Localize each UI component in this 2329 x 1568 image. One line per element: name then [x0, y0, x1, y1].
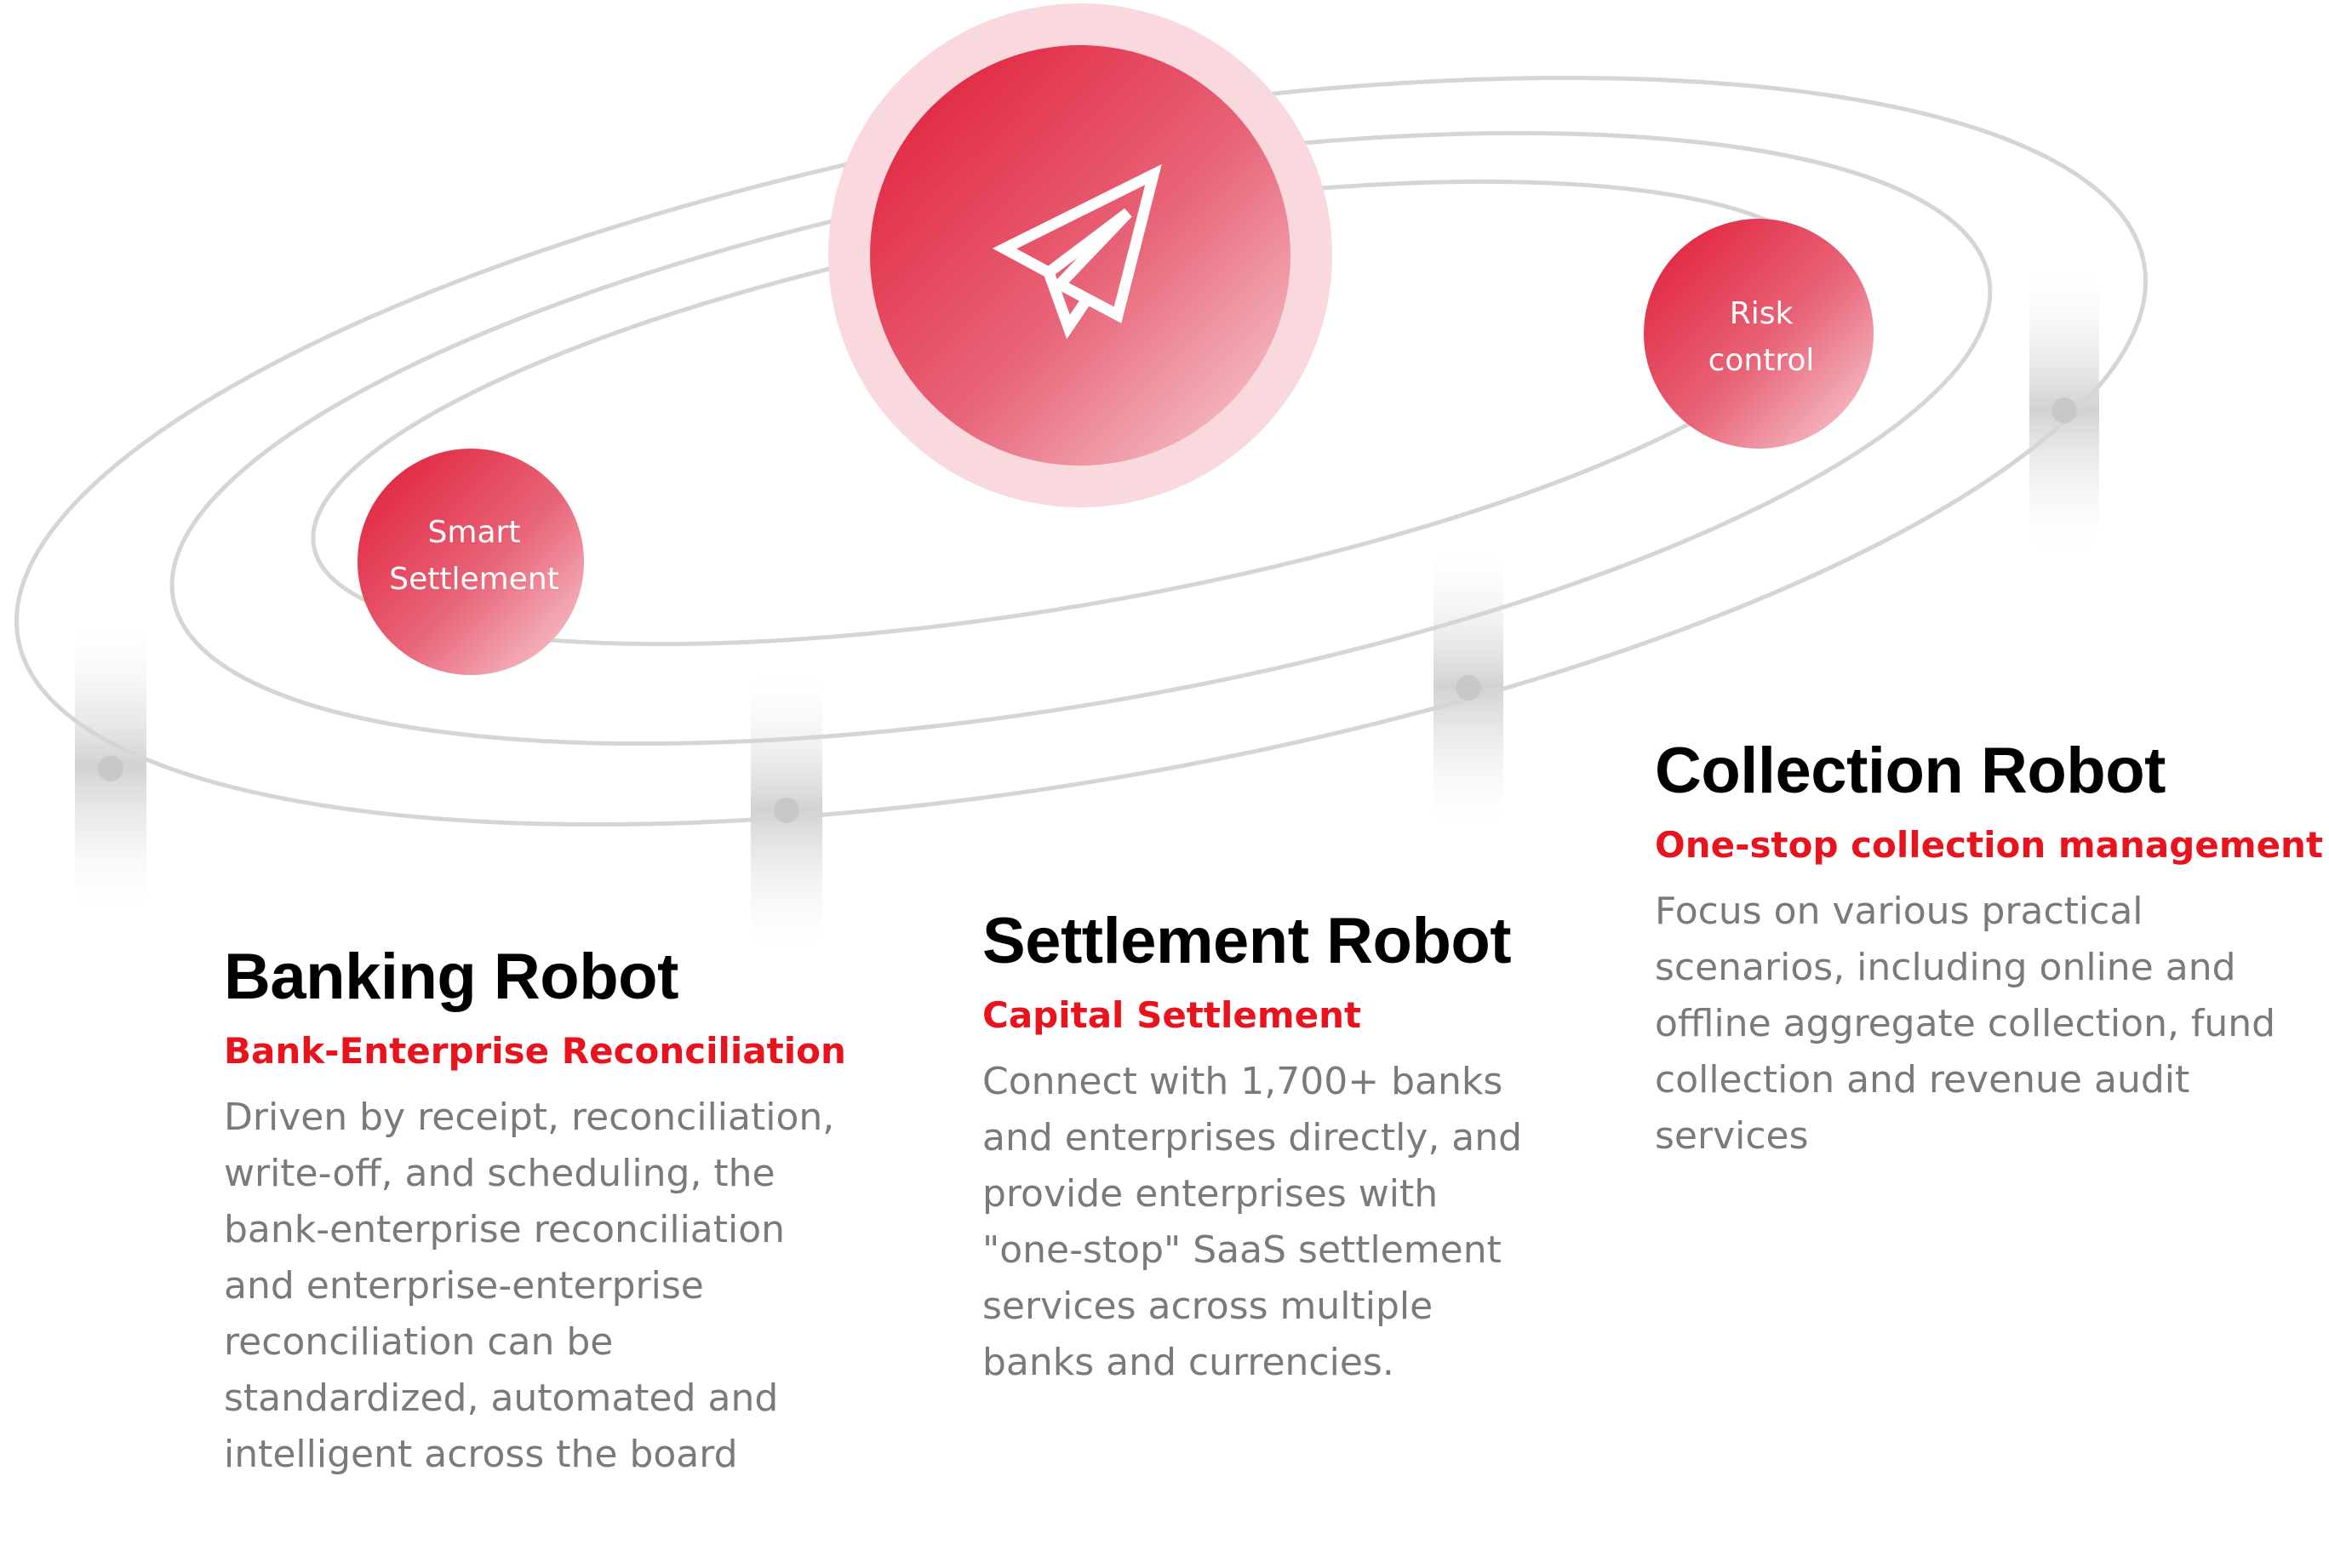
- smart-settlement-node: Smart Settlement: [358, 449, 584, 675]
- risk-control-node: Risk control: [1644, 219, 1874, 449]
- center-node: [828, 3, 1332, 507]
- risk-control-label-line1: Risk: [1730, 296, 1794, 331]
- collection-robot-block: Collection Robot One-stop collection man…: [1655, 735, 2324, 1165]
- settlement-robot-title: Settlement Robot: [982, 905, 1512, 977]
- banking-robot-block: Banking Robot Bank-Enterprise Reconcilia…: [224, 941, 846, 1483]
- smart-settlement-label-line1: Smart: [428, 515, 521, 550]
- smart-settlement-label-line2: Settlement: [389, 562, 559, 597]
- banking-robot-title: Banking Robot: [224, 941, 678, 1013]
- settlement-robot-subtitle: Capital Settlement: [982, 994, 1362, 1036]
- settlement-robot-block: Settlement Robot Capital Settlement Conn…: [982, 909, 1544, 1391]
- collection-robot-subtitle: One-stop collection management: [1655, 824, 2324, 866]
- risk-control-label-line2: control: [1708, 343, 1815, 378]
- banking-robot-subtitle: Bank-Enterprise Reconciliation: [224, 1030, 846, 1072]
- orbit-dot: [98, 756, 123, 781]
- paper-plane-icon: [992, 163, 1162, 340]
- settlement-robot-description: Connect with 1,700+ banks and enterprise…: [982, 1060, 1523, 1385]
- orbit-dot: [2051, 398, 2077, 423]
- banking-robot-description: Driven by receipt, reconciliation, write…: [224, 1096, 835, 1477]
- orbit-dot: [1456, 675, 1481, 701]
- collection-robot-title: Collection Robot: [1655, 735, 2166, 807]
- collection-robot-description: Focus on various practical scenarios, in…: [1655, 890, 2276, 1159]
- orbit-dot: [774, 798, 799, 823]
